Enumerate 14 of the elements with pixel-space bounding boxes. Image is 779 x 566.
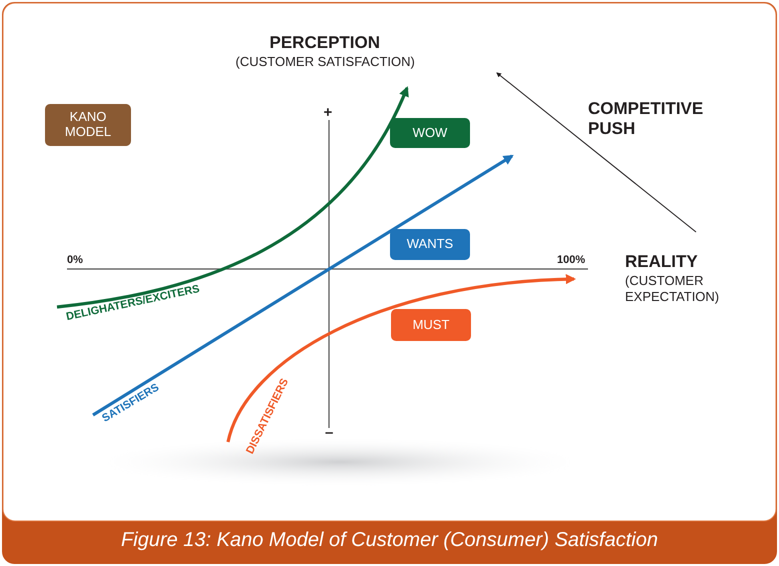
axis-subtitle: (CUSTOMER EXPECTATION) (625, 273, 720, 304)
title-box: KANO MODEL (45, 104, 131, 146)
axis-title: PERCEPTION (270, 33, 380, 54)
category-box: WANTS (390, 229, 470, 260)
axis-title: REALITY (625, 252, 698, 272)
minus-sign: – (325, 424, 334, 442)
category-box: MUST (391, 309, 471, 341)
plus-sign: + (324, 104, 332, 122)
axis-tick-label: 0% (67, 254, 83, 268)
category-box: WOW (390, 118, 470, 148)
annotation: COMPETITIVE PUSH (588, 99, 704, 140)
axis-subtitle: (CUSTOMER SATISFACTION) (236, 54, 415, 70)
caption: Figure 13: Kano Model of Customer (Consumer) Satisfaction (120, 529, 659, 552)
axis-tick-label: 100% (557, 254, 586, 268)
